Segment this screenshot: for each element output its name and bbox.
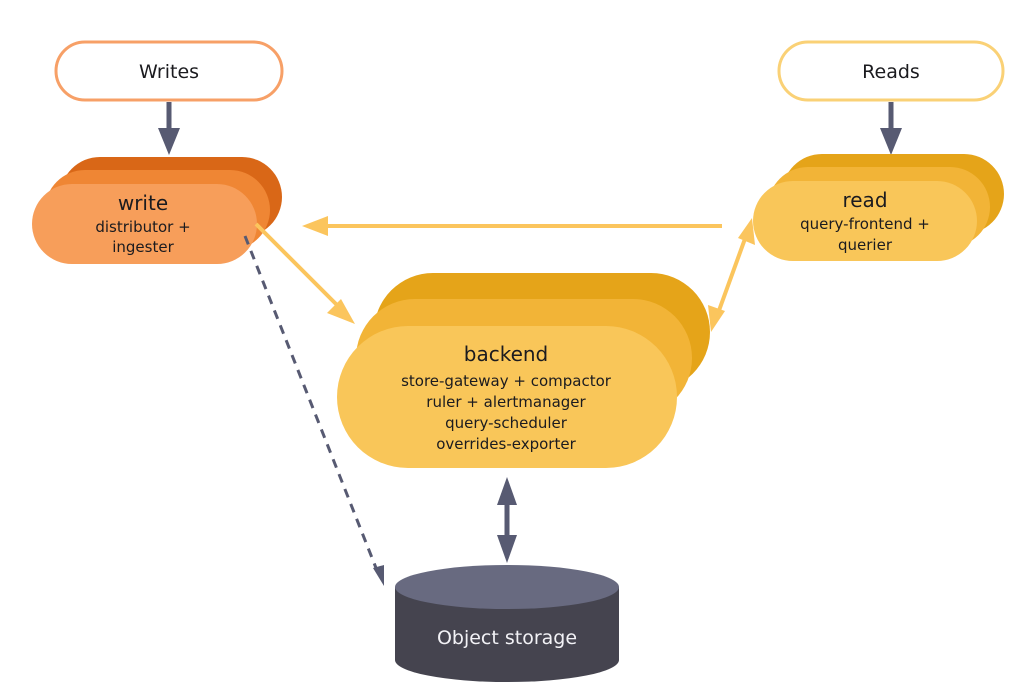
write-to-storage-dashed-arrow <box>243 235 384 586</box>
backend-component: backend store-gateway + compactor ruler … <box>337 273 710 468</box>
write-to-backend-arrow <box>254 222 355 324</box>
backend-storage-bidirectional-arrow <box>497 477 517 563</box>
backend-line-4: overrides-exporter <box>436 435 576 453</box>
write-replica-front <box>32 184 257 264</box>
read-component: read query-frontend + querier <box>753 154 1004 261</box>
writes-label: Writes <box>139 61 199 83</box>
write-component: write distributor + ingester <box>32 157 282 264</box>
reads-label: Reads <box>862 61 920 83</box>
write-line-1: distributor + <box>95 218 190 236</box>
writes-to-write-arrow <box>158 102 180 155</box>
write-line-2: ingester <box>112 238 174 256</box>
read-line-1: query-frontend + <box>800 215 930 233</box>
backend-title: backend <box>464 342 549 366</box>
reads-to-read-arrow <box>880 102 902 155</box>
backend-line-3: query-scheduler <box>445 414 568 432</box>
read-backend-bidirectional-arrow <box>708 218 755 332</box>
object-storage-label: Object storage <box>437 627 577 649</box>
read-title: read <box>842 188 887 212</box>
read-line-2: querier <box>838 236 893 254</box>
backend-line-1: store-gateway + compactor <box>401 372 612 390</box>
writes-entry-node: Writes <box>54 40 284 102</box>
reads-entry-node: Reads <box>777 40 1005 102</box>
backend-line-2: ruler + alertmanager <box>426 393 586 411</box>
read-replica-front <box>753 181 977 261</box>
backend-replica-front <box>337 326 677 468</box>
object-storage-node: Object storage <box>395 565 619 682</box>
read-to-write-arrow <box>302 216 722 236</box>
storage-cylinder-body <box>395 587 619 682</box>
write-title: write <box>118 191 168 215</box>
storage-cylinder-top <box>395 565 619 609</box>
